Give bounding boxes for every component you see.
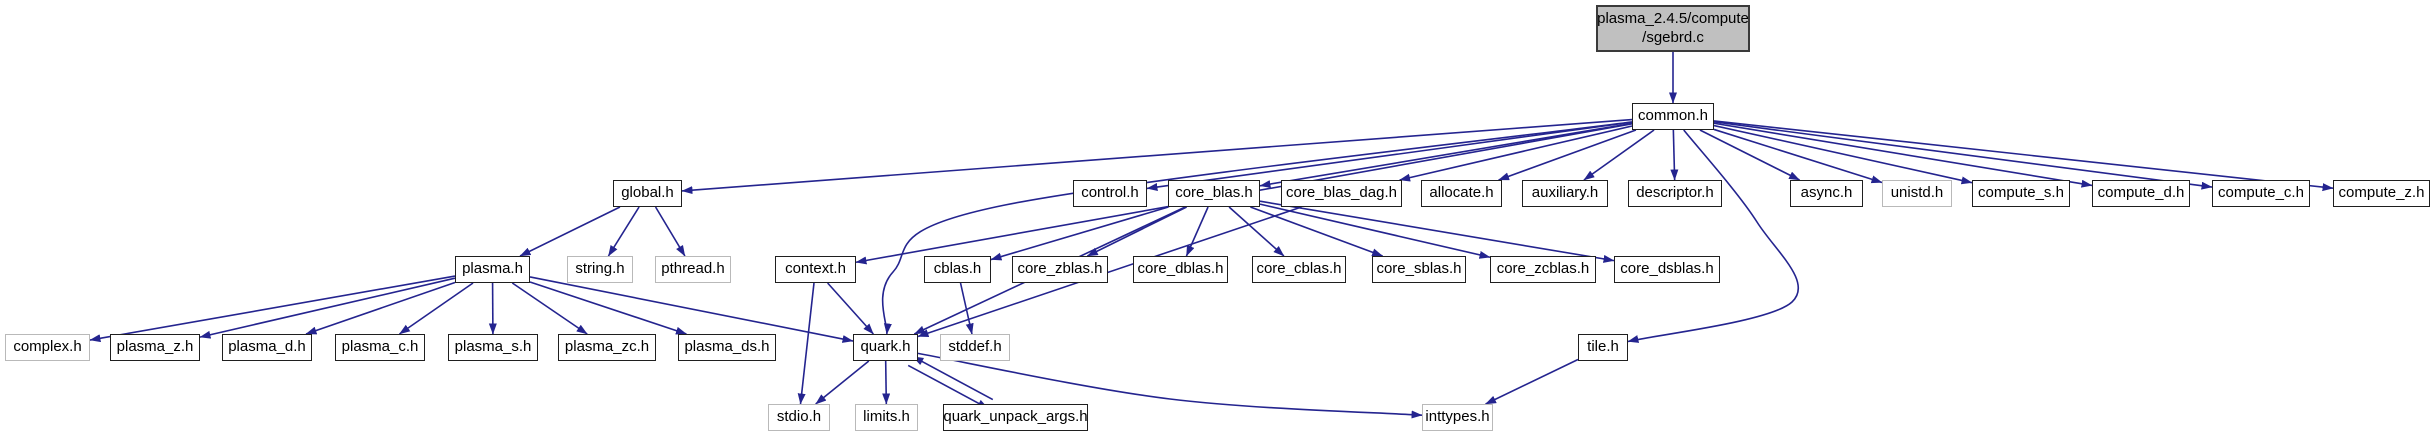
edge-common-to-control — [1146, 121, 1633, 191]
node-core_blas_dag[interactable]: core_blas_dag.h — [1281, 180, 1402, 207]
edge-common-to-compute_s — [1713, 124, 1973, 185]
node-plasma_d[interactable]: plasma_d.h — [222, 334, 312, 361]
node-common[interactable]: common.h — [1632, 103, 1714, 130]
edge-core_blas-to-core_dblas — [1185, 206, 1209, 257]
edge-common-to-auxiliary — [1583, 129, 1655, 181]
node-descriptor[interactable]: descriptor.h — [1628, 180, 1722, 207]
node-plasma_z[interactable]: plasma_z.h — [110, 334, 200, 361]
node-string: string.h — [567, 256, 633, 283]
edge-plasma-to-plasma_ds — [529, 281, 687, 335]
node-core_cblas[interactable]: core_cblas.h — [1252, 256, 1346, 283]
node-core_blas[interactable]: core_blas.h — [1168, 180, 1260, 207]
node-stdio: stdio.h — [768, 404, 830, 431]
node-cblas[interactable]: cblas.h — [924, 256, 991, 283]
edge-quark-to-inttypes — [917, 352, 1423, 419]
edge-core_blas-to-core_zblas — [1086, 206, 1187, 257]
node-plasma_ds[interactable]: plasma_ds.h — [678, 334, 776, 361]
edge-common-to-quark — [881, 121, 1633, 335]
edge-common-to-tile — [1627, 129, 1800, 343]
node-plasma_s[interactable]: plasma_s.h — [448, 334, 538, 361]
edge-core_blas_dag-to-quark — [917, 206, 1302, 338]
node-context[interactable]: context.h — [775, 256, 856, 283]
node-compute_s[interactable]: compute_s.h — [1972, 180, 2070, 207]
node-auxiliary[interactable]: auxiliary.h — [1522, 180, 1608, 207]
node-core_zblas[interactable]: core_zblas.h — [1012, 256, 1108, 283]
edge-core_blas-to-cblas — [990, 206, 1169, 261]
node-allocate[interactable]: allocate.h — [1421, 180, 1502, 207]
node-async[interactable]: async.h — [1790, 180, 1863, 207]
edge-core_blas-to-core_zcblas — [1259, 203, 1491, 259]
edge-context-to-quark — [827, 282, 874, 335]
edge-common-to-allocate — [1498, 129, 1637, 181]
edge-plasma-to-complex — [89, 275, 456, 343]
edge-common-to-compute_z — [1713, 120, 2334, 192]
node-core_sblas[interactable]: core_sblas.h — [1372, 256, 1466, 283]
node-control[interactable]: control.h — [1073, 180, 1147, 207]
edge-common-to-unistd — [1713, 128, 1883, 184]
node-plasma_zc[interactable]: plasma_zc.h — [558, 334, 656, 361]
node-sgebrd: plasma_2.4.5/compute /sgebrd.c — [1596, 5, 1750, 52]
node-quark[interactable]: quark.h — [853, 334, 918, 361]
edge-common-to-core_blas — [1259, 122, 1633, 188]
edge-quark-to-limits — [882, 360, 891, 405]
node-core_dsblas[interactable]: core_dsblas.h — [1614, 256, 1720, 283]
node-core_zcblas[interactable]: core_zcblas.h — [1490, 256, 1596, 283]
edge-plasma-to-plasma_d — [305, 281, 456, 335]
node-compute_c[interactable]: compute_c.h — [2212, 180, 2310, 207]
node-stddef: stddef.h — [940, 334, 1010, 361]
edge-global-to-string — [607, 206, 640, 257]
edge-quark-to-stdio — [815, 360, 870, 405]
node-global[interactable]: global.h — [613, 180, 682, 207]
node-pthread: pthread.h — [655, 256, 731, 283]
edge-common-to-compute_d — [1713, 122, 2093, 188]
edge-core_blas-to-core_cblas — [1228, 206, 1285, 257]
edge-plasma-to-plasma_c — [399, 282, 474, 335]
edge-global-to-pthread — [654, 206, 686, 257]
edge-tile-to-inttypes — [1485, 358, 1579, 405]
edge-common-to-descriptor — [1670, 129, 1679, 181]
edge-plasma-to-quark — [529, 276, 854, 343]
node-limits: limits.h — [855, 404, 918, 431]
edge-quark-to-quark_unpack — [907, 364, 989, 410]
node-plasma_c[interactable]: plasma_c.h — [335, 334, 425, 361]
edge-quark_unpack-to-quark — [912, 355, 994, 401]
edge-plasma-to-plasma_z — [199, 277, 456, 339]
edge-core_blas-to-core_sblas — [1250, 206, 1384, 257]
edge-common-to-async — [1699, 129, 1801, 181]
node-complex: complex.h — [5, 334, 90, 361]
node-unistd: unistd.h — [1882, 180, 1952, 207]
node-plasma[interactable]: plasma.h — [455, 256, 530, 283]
node-tile[interactable]: tile.h — [1578, 334, 1628, 361]
node-core_dblas[interactable]: core_dblas.h — [1133, 256, 1228, 283]
edge-common-to-compute_c — [1713, 121, 2213, 190]
edge-common-to-global — [681, 118, 1633, 195]
node-quark_unpack[interactable]: quark_unpack_args.h — [943, 404, 1088, 431]
node-inttypes: inttypes.h — [1422, 404, 1493, 431]
node-compute_d[interactable]: compute_d.h — [2092, 180, 2190, 207]
edge-global-to-plasma — [519, 206, 621, 257]
edge-cblas-to-stddef — [959, 282, 974, 335]
edge-core_blas-to-core_dsblas — [1259, 200, 1615, 263]
edge-plasma-to-plasma_zc — [511, 282, 588, 335]
node-compute_z[interactable]: compute_z.h — [2333, 180, 2430, 207]
edge-common-to-core_blas_dag — [1399, 125, 1633, 182]
edge-context-to-stdio — [797, 282, 815, 405]
